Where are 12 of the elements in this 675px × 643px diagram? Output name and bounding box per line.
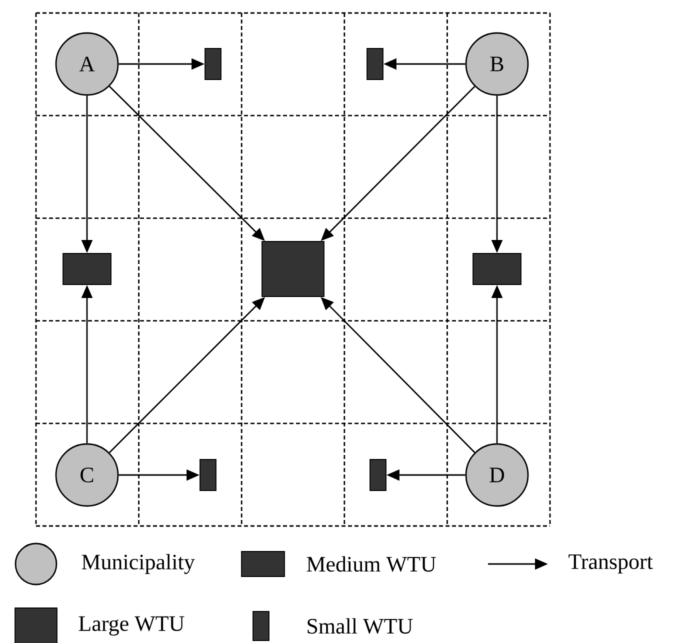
wtu-box [370, 459, 386, 491]
wtu-box [366, 48, 384, 80]
wtu-box [204, 48, 222, 80]
wtu-box [262, 241, 324, 297]
legend-label: Small WTU [308, 618, 413, 634]
legend-label: Medium WTU [306, 556, 436, 572]
legend-label: Municipality [82, 554, 195, 574]
legend-label: Transport [568, 554, 653, 574]
wtu-box [472, 253, 522, 285]
wtu-box [200, 459, 216, 491]
wtu-box [62, 253, 112, 285]
legend-label: Large WTU [78, 616, 184, 636]
